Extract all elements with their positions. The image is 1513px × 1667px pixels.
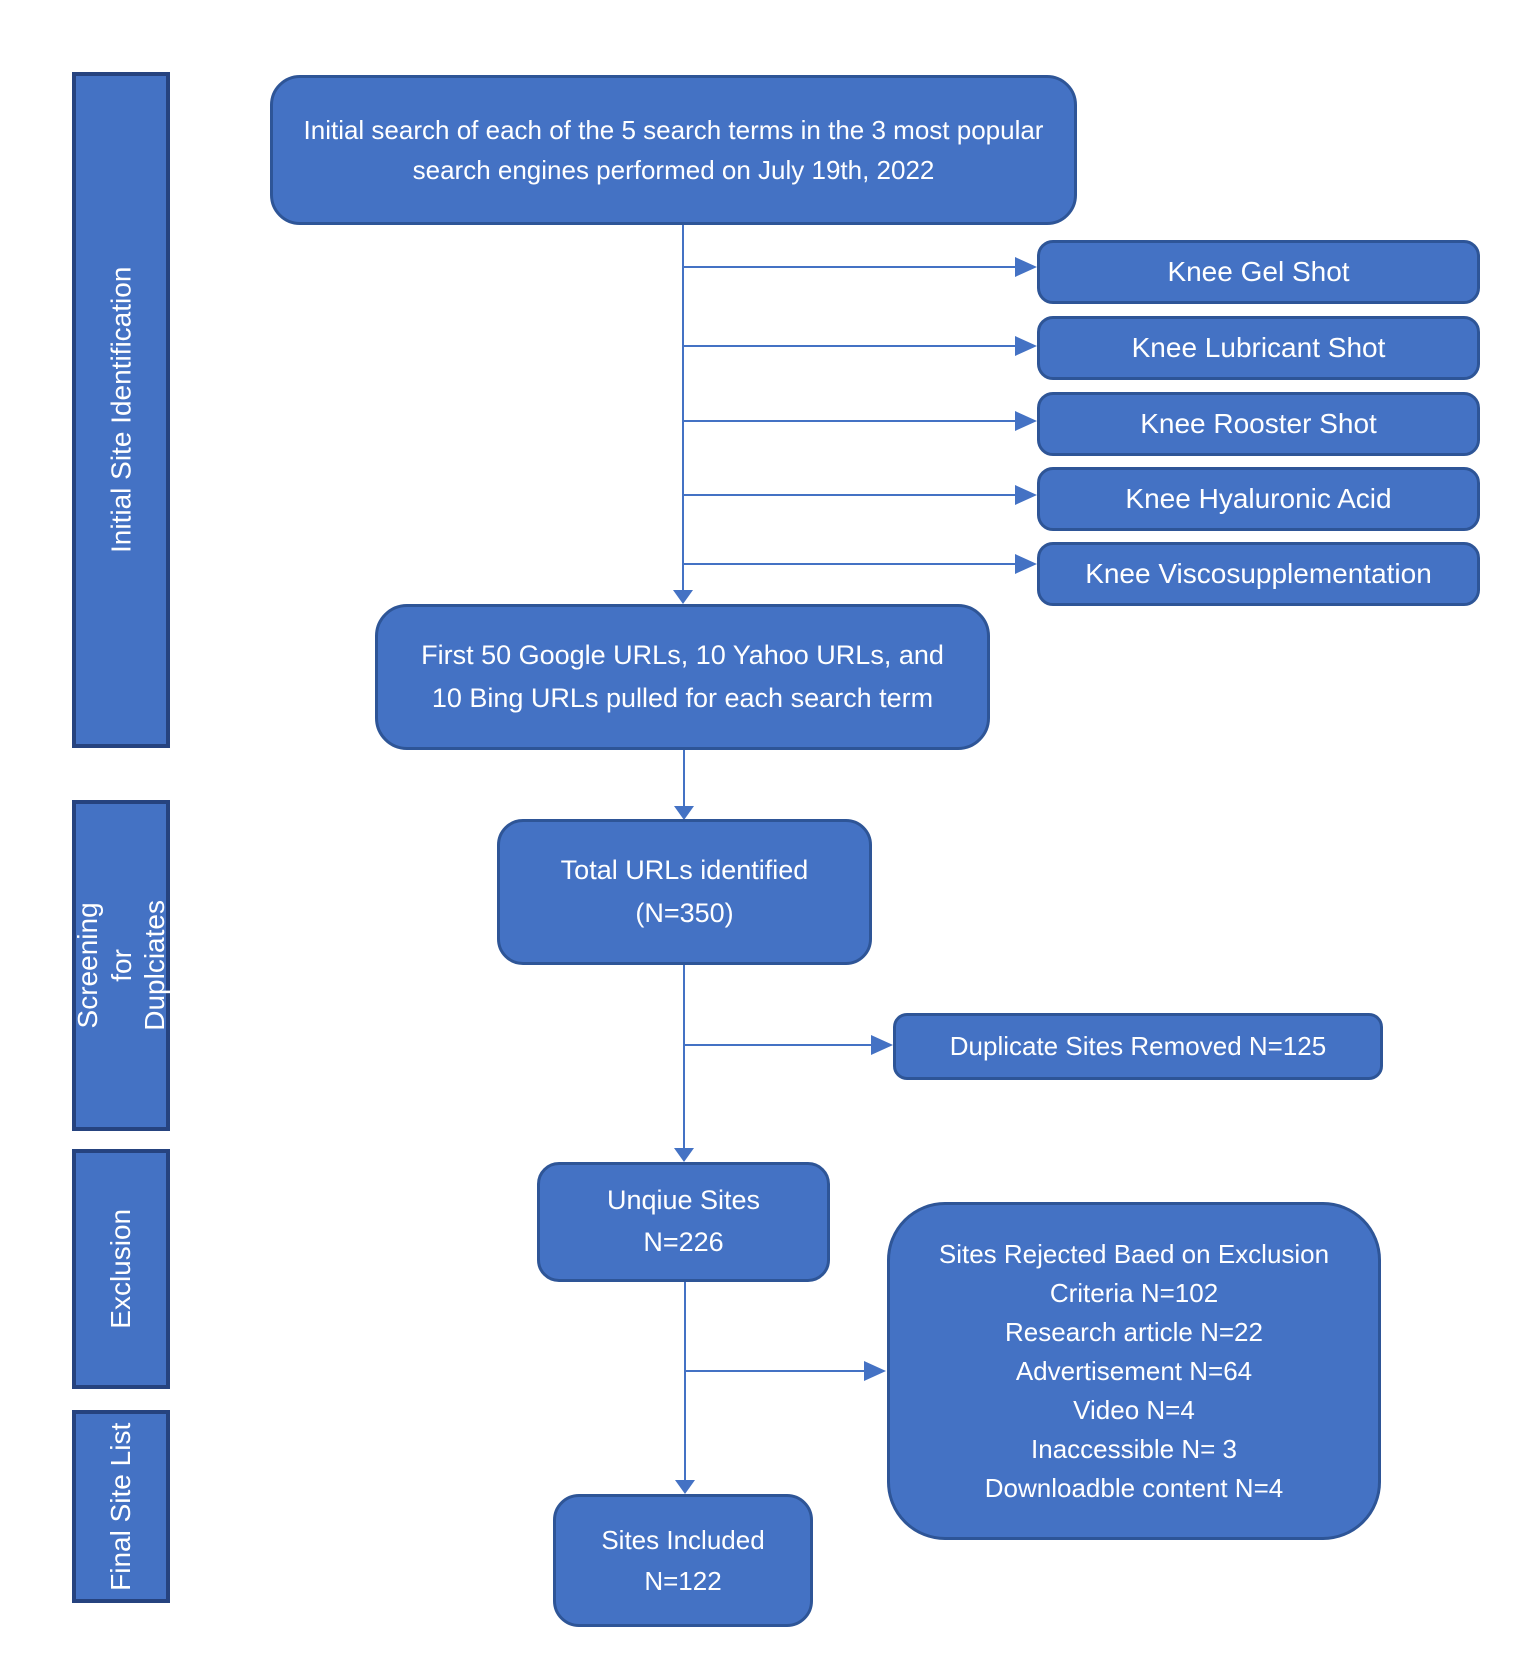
- arrow-right-term-3: [1015, 411, 1037, 431]
- unique-sites-box: Unqiue Sites N=226: [537, 1162, 830, 1282]
- duplicates-removed-box: Duplicate Sites Removed N=125: [893, 1013, 1383, 1080]
- sites-included-count: N=122: [644, 1565, 722, 1596]
- sites-included-line1: Sites Included: [601, 1525, 765, 1556]
- connector-trunk-top: [682, 225, 684, 590]
- rejected-line: Criteria N=102: [1049, 1277, 1219, 1308]
- connector-branch-term-2: [683, 345, 1015, 347]
- arrow-down-to-included-box: [675, 1480, 695, 1494]
- connector-branch-duplicates: [684, 1044, 872, 1046]
- connector-total-to-unique: [683, 965, 685, 1149]
- sidebar-section-screening-for-duplicates: Screening for Duplciates: [72, 800, 170, 1131]
- connector-branch-term-5: [683, 563, 1015, 565]
- sites-rejected-box: Sites Rejected Baed on Exclusion Criteri…: [887, 1202, 1381, 1540]
- unique-sites-line1: Unqiue Sites: [606, 1185, 761, 1216]
- arrow-right-rejected: [864, 1361, 886, 1381]
- sidebar-section-exclusion: Exclusion: [72, 1149, 170, 1389]
- search-term-box-knee-viscosupplementation: Knee Viscosupplementation: [1037, 542, 1480, 606]
- rejected-line: Downloadble content N=4: [984, 1472, 1284, 1503]
- total-urls-box: Total URLs identified (N=350): [497, 819, 872, 965]
- arrow-right-term-5: [1015, 554, 1037, 574]
- unique-sites-count: N=226: [643, 1227, 724, 1257]
- urls-pulled-box: First 50 Google URLs, 10 Yahoo URLs, and…: [375, 604, 990, 750]
- sidebar-label: Final Site List: [105, 1422, 137, 1591]
- arrow-right-duplicates: [871, 1035, 893, 1055]
- sidebar-section-final-site-list: Final Site List: [72, 1410, 170, 1603]
- sidebar-section-initial-site-identification: Initial Site Identification: [72, 72, 170, 748]
- connector-branch-term-3: [683, 420, 1015, 422]
- connector-branch-term-1: [683, 266, 1015, 268]
- connector-pull-to-total: [683, 750, 685, 806]
- arrow-down-to-unique-box: [674, 1148, 694, 1162]
- rejected-line: Sites Rejected Baed on Exclusion: [938, 1238, 1330, 1269]
- rejected-line: Inaccessible N= 3: [1031, 1433, 1237, 1464]
- search-term-box-knee-hyaluronic-acid: Knee Hyaluronic Acid: [1037, 467, 1480, 531]
- sidebar-label: Screening for Duplciates: [71, 900, 170, 1031]
- search-term-box-knee-rooster-shot: Knee Rooster Shot: [1037, 392, 1480, 456]
- arrow-right-term-4: [1015, 485, 1037, 505]
- sidebar-label: Exclusion: [105, 1209, 137, 1329]
- arrow-right-term-1: [1015, 257, 1037, 277]
- connector-branch-rejected: [685, 1370, 865, 1372]
- search-term-box-knee-gel-shot: Knee Gel Shot: [1037, 240, 1480, 304]
- sites-included-box: Sites Included N=122: [553, 1494, 813, 1627]
- arrow-down-to-pull-box: [673, 590, 693, 604]
- rejected-line: Video N=4: [1073, 1394, 1195, 1425]
- total-urls-count: (N=350): [635, 898, 734, 928]
- arrow-down-to-total-box: [674, 806, 694, 820]
- search-term-box-knee-lubricant-shot: Knee Lubricant Shot: [1037, 316, 1480, 380]
- arrow-right-term-2: [1015, 336, 1037, 356]
- rejected-line: Research article N=22: [1005, 1316, 1263, 1347]
- sidebar-label: Initial Site Identification: [105, 266, 137, 554]
- connector-unique-to-included: [684, 1282, 686, 1481]
- connector-branch-term-4: [683, 494, 1015, 496]
- total-urls-line1: Total URLs identified: [560, 854, 809, 885]
- initial-search-box: Initial search of each of the 5 search t…: [270, 75, 1077, 225]
- rejected-line: Advertisement N=64: [1015, 1355, 1253, 1386]
